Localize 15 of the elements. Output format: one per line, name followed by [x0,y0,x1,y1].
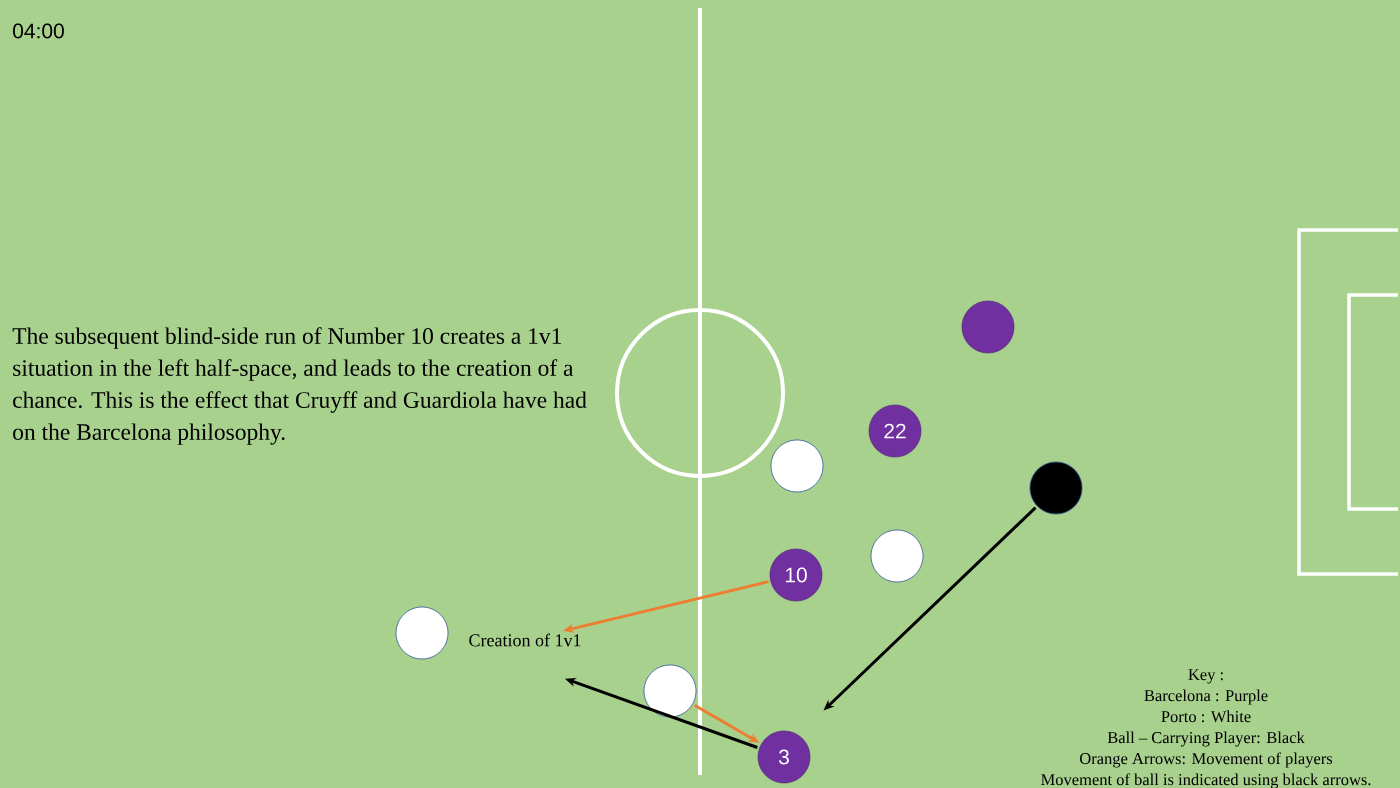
player-circle [770,439,824,493]
player-circle [1029,461,1083,515]
key-line: Barcelona : Purple [1144,689,1268,705]
timer-text: 04:00 [13,23,64,39]
key-line: Orange Arrows: Movement of players [1080,752,1333,768]
player-circle [961,300,1015,354]
player-circle [643,664,697,718]
player-circle [395,606,449,660]
player-circle [870,529,924,583]
key-line: Porto : White [1161,710,1251,723]
description-text: The subsequent blind-side run of Number 10 creates a 1v1 situation in the left half-space, and leads to the creation of a chance. This is the effect that Cruyff and Guardiola have had on the Barcelona philosophy. [12,327,587,445]
pitch-label: Creation of 1v1 [469,633,581,647]
key-line: Key : [1188,669,1223,684]
key-line: Movement of ball is indicated using black arrows. [1041,773,1371,788]
key-line: Ball – Carrying Player: Black [1107,731,1305,747]
